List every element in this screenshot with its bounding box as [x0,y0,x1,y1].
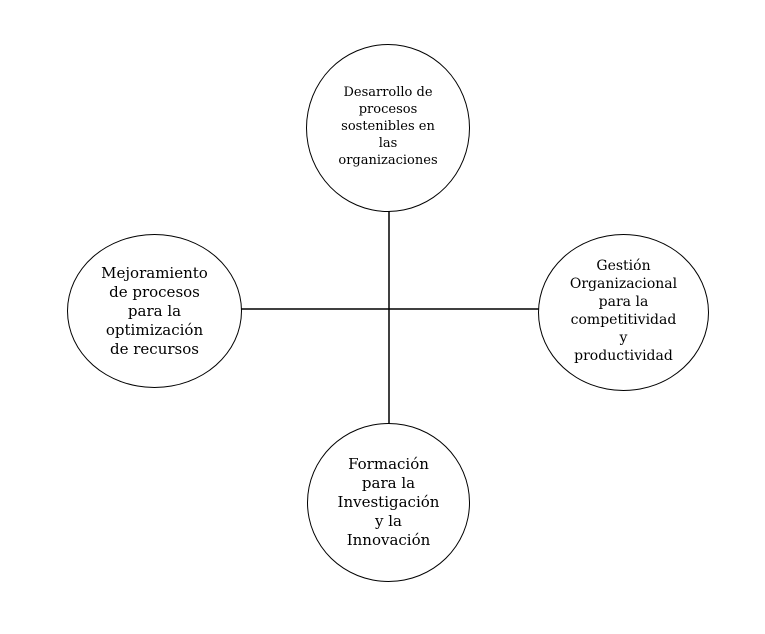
node-desarrollo-procesos-sostenibles: Desarrollo de procesos sostenibles en la… [306,44,470,212]
node-formacion-investigacion: Formación para la Investigación y la Inn… [307,423,470,582]
node-mejoramiento-procesos: Mejoramiento de procesos para la optimiz… [67,234,242,388]
node-label: Formación para la Investigación y la Inn… [337,455,440,549]
node-label: Gestión Organizacional para la competiti… [569,258,678,364]
node-gestion-organizacional: Gestión Organizacional para la competiti… [538,234,709,391]
node-label: Mejoramiento de procesos para la optimiz… [101,263,208,358]
node-label: Desarrollo de procesos sostenibles en la… [338,84,438,168]
